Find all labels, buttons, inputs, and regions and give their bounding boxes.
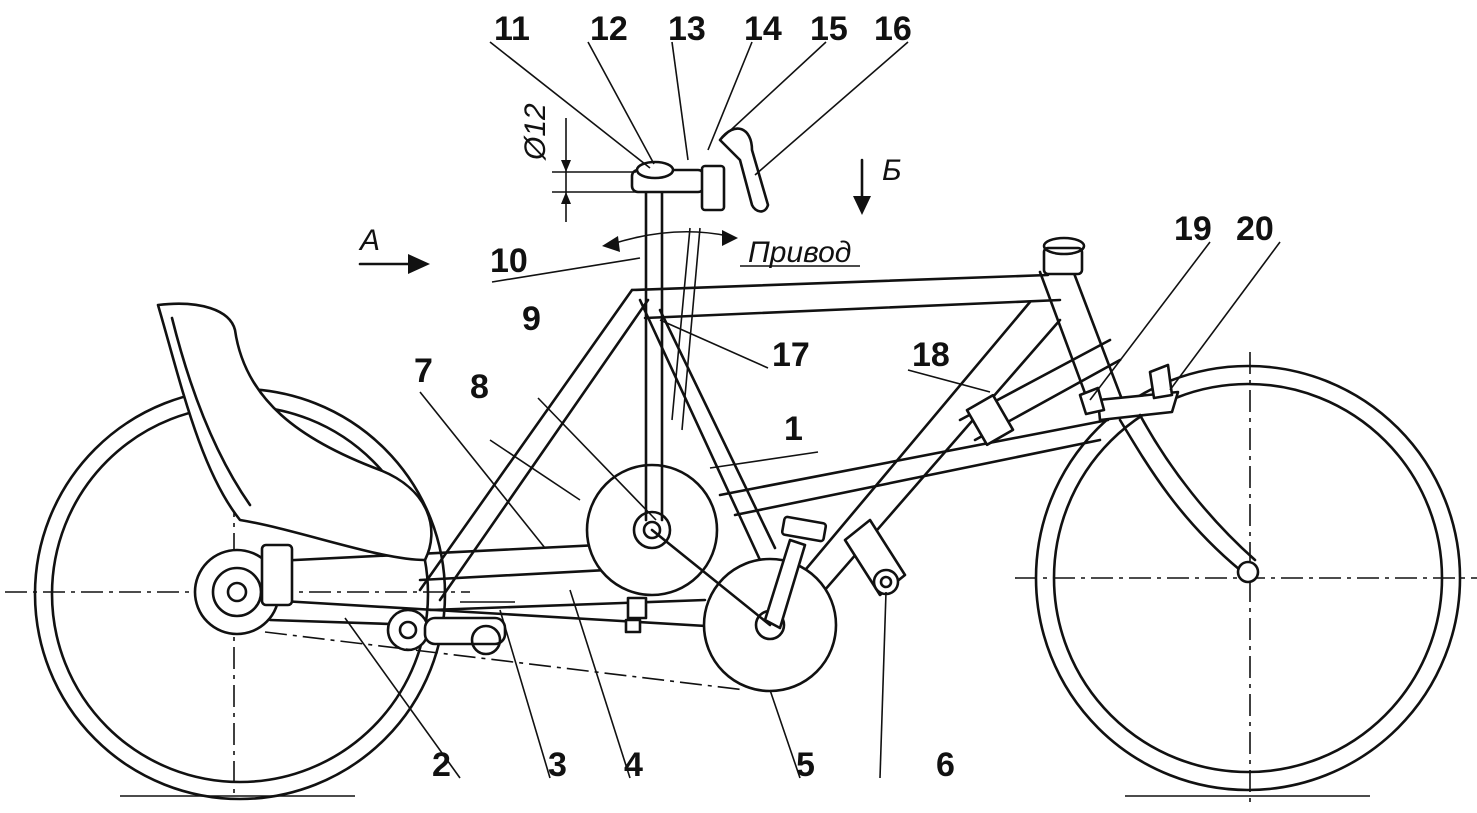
view-a-label: А bbox=[358, 224, 380, 257]
frame bbox=[253, 236, 1128, 632]
part-label-4: 4 bbox=[624, 746, 643, 784]
part-label-7: 7 bbox=[414, 352, 433, 390]
part-label-1: 1 bbox=[784, 410, 803, 448]
steering-column bbox=[630, 127, 770, 522]
dimension-d12: Ø12 bbox=[519, 103, 636, 222]
view-b-label: Б bbox=[882, 154, 902, 187]
part-label-15: 15 bbox=[810, 10, 848, 48]
diameter-label: Ø12 bbox=[519, 103, 552, 161]
part-label-6: 6 bbox=[936, 746, 955, 784]
part-labels: 11 12 13 14 15 16 10 9 8 7 17 18 1 19 20… bbox=[414, 10, 1274, 784]
seat bbox=[156, 302, 433, 562]
damper-18 bbox=[958, 338, 1122, 447]
boom-clamp bbox=[843, 518, 907, 597]
part-label-5: 5 bbox=[796, 746, 815, 784]
part-label-16: 16 bbox=[874, 10, 912, 48]
part-label-8: 8 bbox=[470, 368, 489, 406]
leader-lines bbox=[344, 41, 1281, 779]
part-label-18: 18 bbox=[912, 336, 950, 374]
part-label-14: 14 bbox=[744, 10, 782, 48]
crank-disc-upper bbox=[585, 463, 719, 634]
part-label-20: 20 bbox=[1236, 210, 1274, 248]
part-label-10: 10 bbox=[490, 242, 528, 280]
front-wheel bbox=[1034, 364, 1462, 792]
drive-annotation: Привод bbox=[602, 230, 860, 269]
part-label-3: 3 bbox=[548, 746, 567, 784]
part-label-11: 11 bbox=[494, 10, 530, 48]
drive-label: Привод bbox=[748, 236, 851, 269]
part-label-19: 19 bbox=[1174, 210, 1212, 248]
part-label-17: 17 bbox=[772, 336, 810, 374]
view-arrows: А Б bbox=[358, 154, 902, 274]
part-label-13: 13 bbox=[668, 10, 706, 48]
part-label-9: 9 bbox=[522, 300, 541, 338]
front-fork bbox=[1078, 363, 1260, 584]
part-label-12: 12 bbox=[590, 10, 628, 48]
idler-assembly bbox=[264, 601, 746, 691]
part-label-2: 2 bbox=[432, 746, 451, 784]
rear-hub bbox=[193, 543, 294, 636]
